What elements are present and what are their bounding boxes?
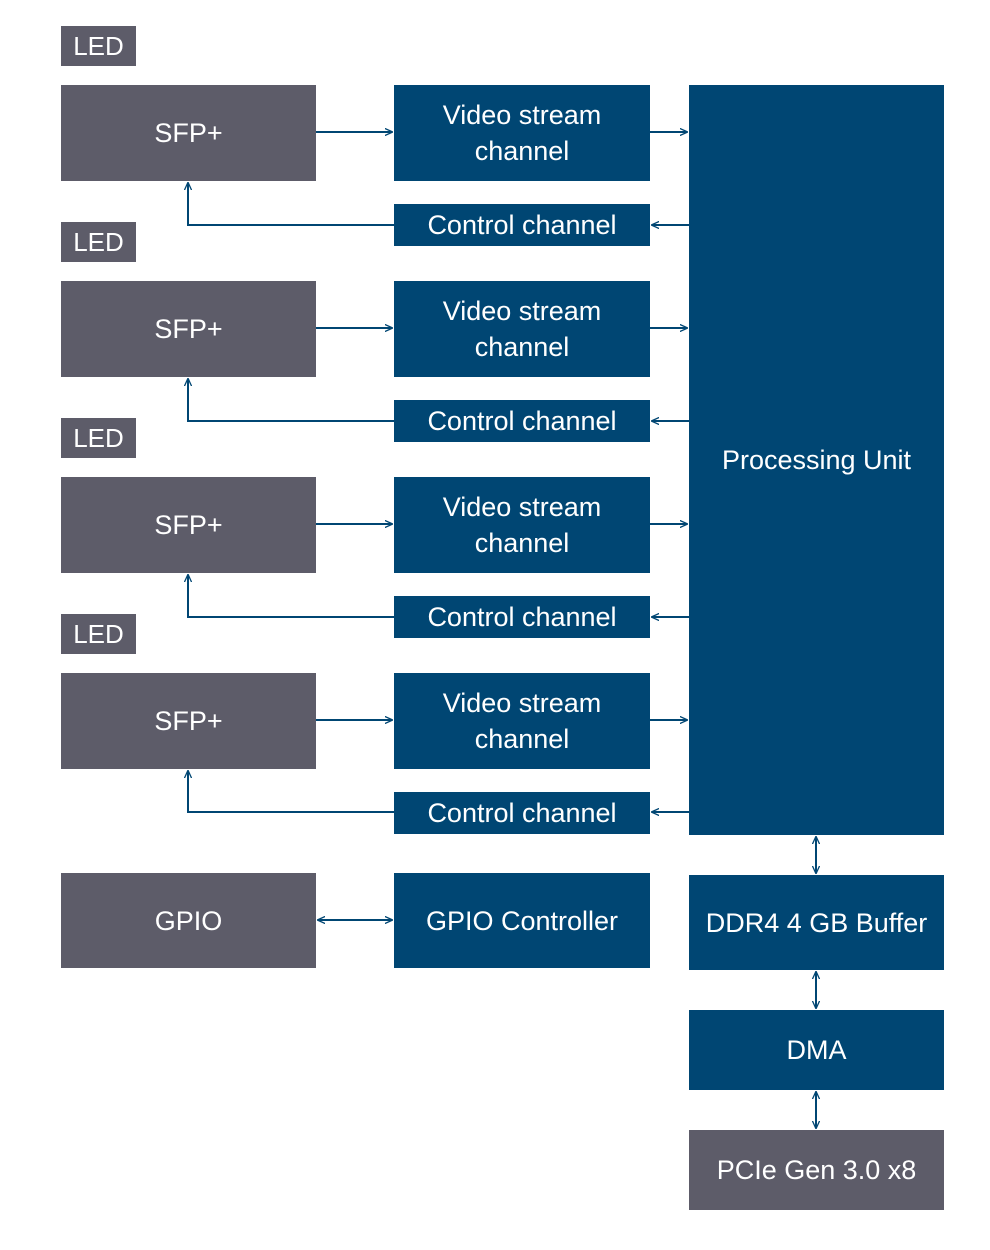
- video-stream-label-line1: Video stream: [442, 492, 602, 522]
- pcie-block: PCIe Gen 3.0 x8: [689, 1130, 944, 1210]
- video-stream-channel: Video stream channel: [394, 477, 650, 573]
- video-stream-label-line1: Video stream: [442, 296, 602, 326]
- video-stream-label-line2: channel: [474, 724, 570, 754]
- led-label: LED: [61, 418, 136, 458]
- ddr4-buffer-block: DDR4 4 GB Buffer: [689, 875, 944, 970]
- dma-block: DMA: [689, 1010, 944, 1090]
- gpio-block: GPIO: [61, 873, 316, 968]
- control1-to-sfp1-arrow: [188, 183, 394, 226]
- control2-to-sfp2-arrow: [188, 379, 394, 422]
- gpio-controller-block: GPIO Controller: [394, 873, 650, 968]
- video-stream-label-line2: channel: [474, 332, 570, 362]
- control-channel: Control channel: [394, 596, 650, 638]
- sfp-plus-port: SFP+: [61, 673, 316, 769]
- control-channel: Control channel: [394, 400, 650, 442]
- control-channel: Control channel: [394, 792, 650, 834]
- led-label: LED: [61, 222, 136, 262]
- video-stream-channel: Video stream channel: [394, 281, 650, 377]
- control3-to-sfp3-arrow: [188, 575, 394, 618]
- control4-to-sfp4-arrow: [188, 771, 394, 813]
- sfp-plus-port: SFP+: [61, 477, 316, 573]
- control-channel: Control channel: [394, 204, 650, 246]
- sfp-plus-port: SFP+: [61, 281, 316, 377]
- led-label: LED: [61, 26, 136, 66]
- processing-unit-block: Processing Unit: [689, 85, 944, 835]
- led-label: LED: [61, 614, 136, 654]
- video-stream-channel: Video stream channel: [394, 673, 650, 769]
- sfp-plus-port: SFP+: [61, 85, 316, 181]
- video-stream-label-line2: channel: [474, 528, 570, 558]
- video-stream-label-line2: channel: [474, 136, 570, 166]
- video-stream-channel: Video stream channel: [394, 85, 650, 181]
- video-stream-label-line1: Video stream: [442, 688, 602, 718]
- video-stream-label-line1: Video stream: [442, 100, 602, 130]
